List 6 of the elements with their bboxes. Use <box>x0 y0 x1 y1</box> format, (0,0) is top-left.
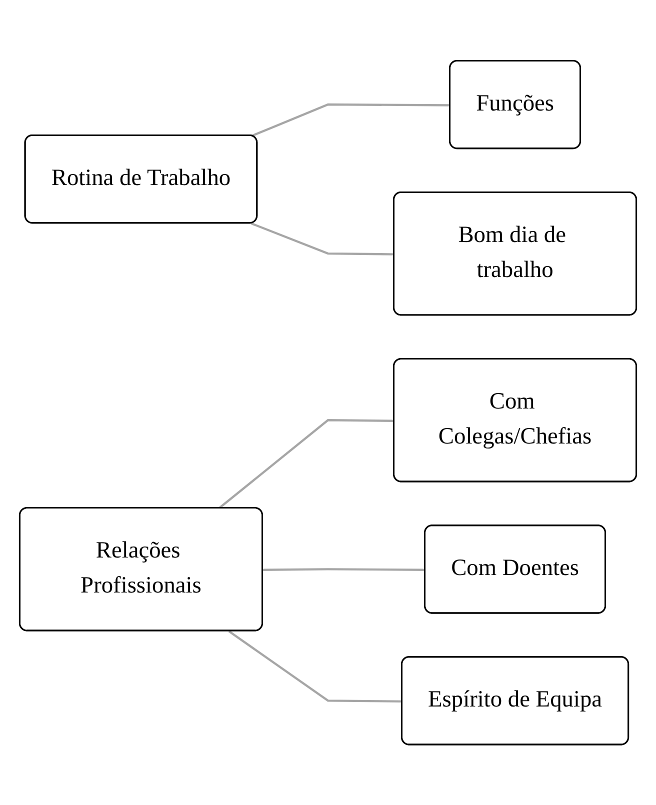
connector <box>262 568 426 571</box>
diagram: Rotina de Trabalho Funções Bom dia de trabalho Com Colegas/Chefias Relações Profissionais Com Doentes Espírito de Equipa <box>8 48 648 756</box>
connector <box>228 630 402 702</box>
connector <box>218 418 394 510</box>
connector <box>251 222 394 256</box>
connector <box>251 103 450 137</box>
